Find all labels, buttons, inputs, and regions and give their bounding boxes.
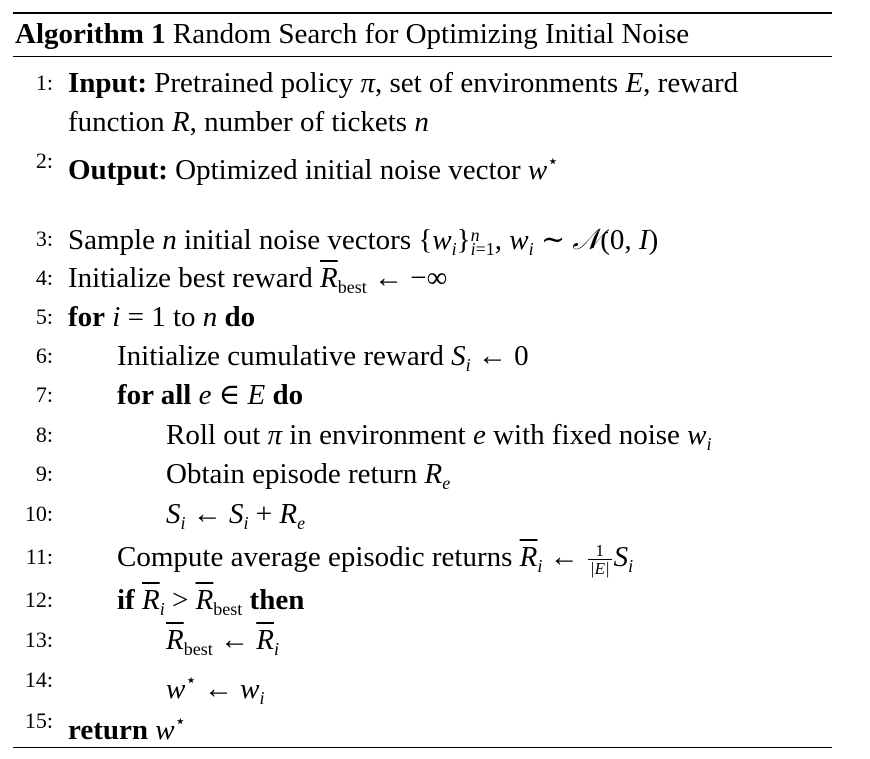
line-number: 5: [35,304,53,329]
line-content: if Ri > Rbest then [117,584,305,619]
algorithm-line-6: 6: Initialize cumulative reward Si ← 0 [0,336,860,376]
bottom-rule [13,747,832,748]
header-rule [13,56,832,57]
line-content: Si ← Si + Re [166,498,306,533]
line-number: 2: [35,148,53,173]
line-content: return w⋆ [68,711,186,746]
algorithm-line-4: 4: Initialize best reward Rbest ← −∞ [0,258,860,298]
line-number: 7: [35,382,53,407]
algorithm-line-9: 9: Obtain episode return Re [0,454,860,494]
line-content: Output: Optimized initial noise vector w… [68,151,559,186]
algorithm-line-8: 8: Roll out π in environment e with fixe… [0,415,860,455]
algorithm-title: Algorithm 1 Random Search for Optimizing… [15,12,689,56]
line-content: Roll out π in environment e with fixed n… [166,419,712,454]
line-number: 15: [24,708,53,733]
algorithm-label: Algorithm 1 [15,18,166,50]
line-content: Compute average episodic returns Ri ← 1|… [117,540,634,578]
line-number: 12: [24,587,53,612]
line-number: 4: [35,265,53,290]
algorithm-line-12: 12: if Ri > Rbest then [0,580,860,620]
line-content: Input: Pretrained policy π, set of envir… [68,67,739,99]
line-number: 10: [24,501,53,526]
algorithm-line-2: 2: Output: Optimized initial noise vecto… [0,141,860,186]
line-number: 13: [24,627,53,652]
line-content: for all e ∈ E do [117,379,304,411]
line-number: 1: [35,70,53,95]
algorithm-line-1-continued: function R, number of tickets n [0,102,860,142]
algorithm-line-5: 5: for i = 1 to n do [0,297,860,337]
algorithm-line-1: 1: Input: Pretrained policy π, set of en… [0,63,860,103]
algorithm-line-10: 10: Si ← Si + Re [0,494,860,534]
algorithm-name: Random Search for Optimizing Initial Noi… [172,18,690,50]
line-number: 6: [35,343,53,368]
line-content: Obtain episode return Re [166,458,451,493]
line-number: 11: [25,544,53,569]
line-content: w⋆ ← wi [166,670,265,708]
algorithm-line-7: 7: for all e ∈ E do [0,375,860,415]
line-content: function R, number of tickets n [68,106,429,138]
line-content: Initialize best reward Rbest ← −∞ [68,262,448,297]
algorithm-line-11: 11: Compute average episodic returns Ri … [0,537,860,577]
line-number: 3: [35,226,53,251]
algorithm-line-15: 15: return w⋆ [0,701,860,746]
line-number: 14: [24,667,53,692]
line-content: Rbest ← Ri [166,624,279,659]
algorithm-line-13: 13: Rbest ← Ri [0,620,860,660]
line-number: 9: [35,461,53,486]
line-content: for i = 1 to n do [68,301,256,333]
line-content: Initialize cumulative reward Si ← 0 [117,340,529,375]
algorithm-line-14: 14: w⋆ ← wi [0,660,860,708]
line-number: 8: [35,422,53,447]
top-rule [13,12,832,14]
